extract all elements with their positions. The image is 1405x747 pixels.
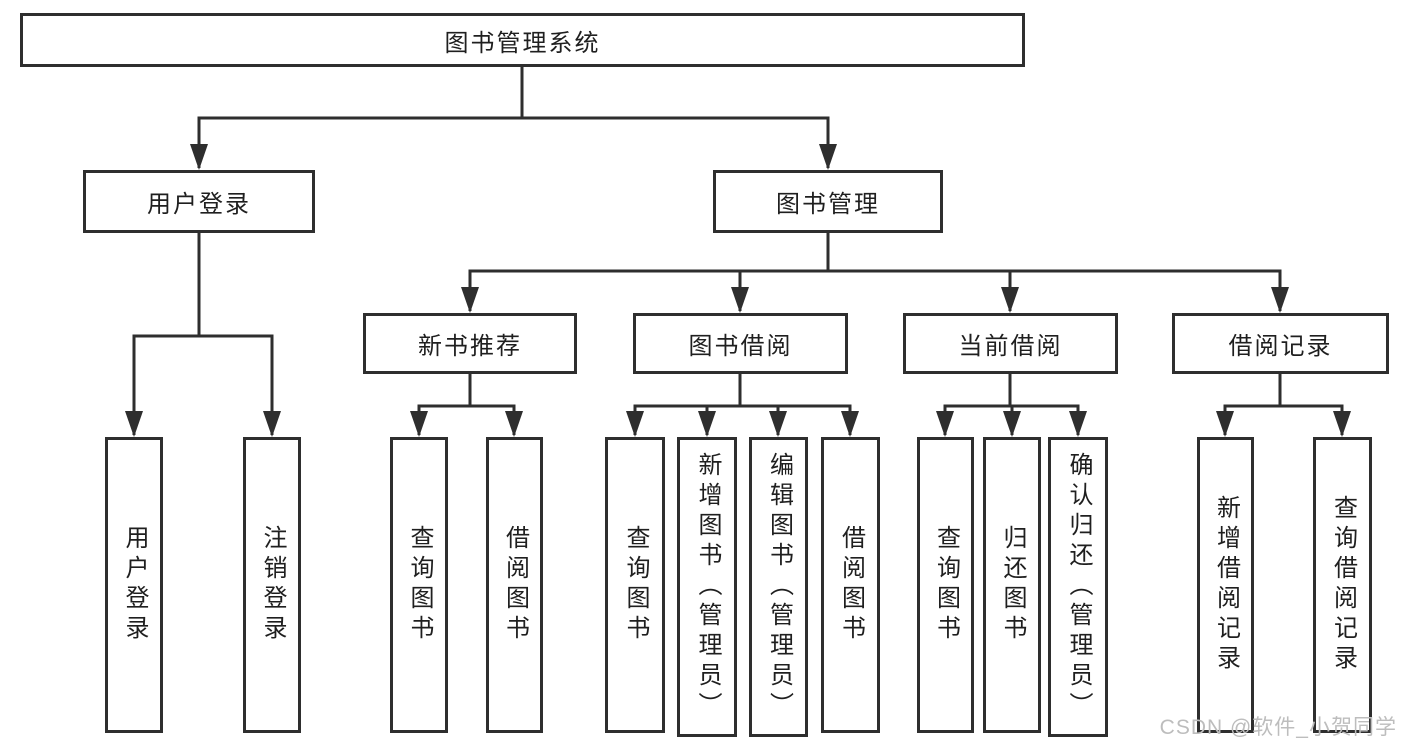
node-leaf-cb-query: 查询图书 xyxy=(917,437,974,733)
node-label-current-borrow: 当前借阅 xyxy=(958,333,1063,360)
node-user-login: 用户登录 xyxy=(83,170,315,233)
arrowhead-down-icon xyxy=(410,411,428,437)
node-leaf-user-login: 用户登录 xyxy=(105,437,163,733)
node-leaf-br-query: 查询借阅记录 xyxy=(1313,437,1372,733)
node-leaf-br-add: 新增借阅记录 xyxy=(1197,437,1254,733)
node-label-book-borrow: 图书借阅 xyxy=(688,333,793,360)
node-label-leaf-br-add: 新增借阅记录 xyxy=(1212,495,1240,675)
node-leaf-nbr-borrow: 借阅图书 xyxy=(486,437,543,733)
node-label-leaf-user-login: 用户登录 xyxy=(121,525,148,645)
node-book-borrow: 图书借阅 xyxy=(633,313,848,374)
node-leaf-bb-borrow: 借阅图书 xyxy=(821,437,880,733)
arrowhead-down-icon xyxy=(626,411,644,437)
node-book-mgmt: 图书管理 xyxy=(713,170,943,233)
node-leaf-nbr-query: 查询图书 xyxy=(390,437,448,733)
node-label-leaf-cb-query: 查询图书 xyxy=(932,525,960,645)
arrowhead-down-icon xyxy=(1216,411,1234,437)
arrowhead-down-icon xyxy=(936,411,954,437)
node-label-leaf-cb-confirm: 确认归还（管理员） xyxy=(1065,452,1092,722)
arrowhead-down-icon xyxy=(698,411,716,437)
watermark-text: CSDN @软件_小贺同学 xyxy=(1159,716,1397,739)
arrowhead-down-icon xyxy=(505,411,523,437)
node-leaf-logout: 注销登录 xyxy=(243,437,301,733)
node-label-leaf-logout: 注销登录 xyxy=(259,525,286,645)
node-leaf-bb-query: 查询图书 xyxy=(605,437,665,733)
arrowhead-down-icon xyxy=(819,144,837,170)
node-label-leaf-bb-add: 新增图书（管理员） xyxy=(694,452,721,722)
arrowhead-down-icon xyxy=(263,411,281,437)
node-leaf-bb-add: 新增图书（管理员） xyxy=(677,437,737,737)
node-label-book-mgmt: 图书管理 xyxy=(776,191,880,218)
arrowhead-down-icon xyxy=(731,287,749,313)
node-label-leaf-br-query: 查询借阅记录 xyxy=(1329,495,1357,675)
arrowhead-down-icon xyxy=(1333,411,1351,437)
arrowhead-down-icon xyxy=(1003,411,1021,437)
arrowhead-down-icon xyxy=(1001,287,1019,313)
arrowhead-down-icon xyxy=(841,411,859,437)
node-label-leaf-nbr-borrow: 借阅图书 xyxy=(501,525,529,645)
node-root: 图书管理系统 xyxy=(20,13,1025,67)
arrowhead-down-icon xyxy=(461,287,479,313)
arrowhead-down-icon xyxy=(190,144,208,170)
node-label-leaf-bb-borrow: 借阅图书 xyxy=(837,525,865,645)
node-label-leaf-bb-edit: 编辑图书（管理员） xyxy=(765,452,793,722)
arrowhead-down-icon xyxy=(1069,411,1087,437)
node-borrow-records: 借阅记录 xyxy=(1172,313,1389,374)
node-label-new-book-rec: 新书推荐 xyxy=(418,333,522,360)
node-label-root: 图书管理系统 xyxy=(444,29,601,57)
node-label-user-login: 用户登录 xyxy=(147,191,251,218)
node-current-borrow: 当前借阅 xyxy=(903,313,1118,374)
node-leaf-cb-return: 归还图书 xyxy=(983,437,1041,733)
node-leaf-bb-edit: 编辑图书（管理员） xyxy=(749,437,808,737)
node-leaf-cb-confirm: 确认归还（管理员） xyxy=(1048,437,1108,737)
arrowhead-down-icon xyxy=(1271,287,1289,313)
node-new-book-rec: 新书推荐 xyxy=(363,313,577,374)
arrowhead-down-icon xyxy=(769,411,787,437)
node-label-borrow-records: 借阅记录 xyxy=(1228,333,1333,360)
node-label-leaf-cb-return: 归还图书 xyxy=(999,525,1026,645)
node-label-leaf-nbr-query: 查询图书 xyxy=(406,525,433,645)
node-label-leaf-bb-query: 查询图书 xyxy=(622,525,649,645)
arrowhead-down-icon xyxy=(125,411,143,437)
